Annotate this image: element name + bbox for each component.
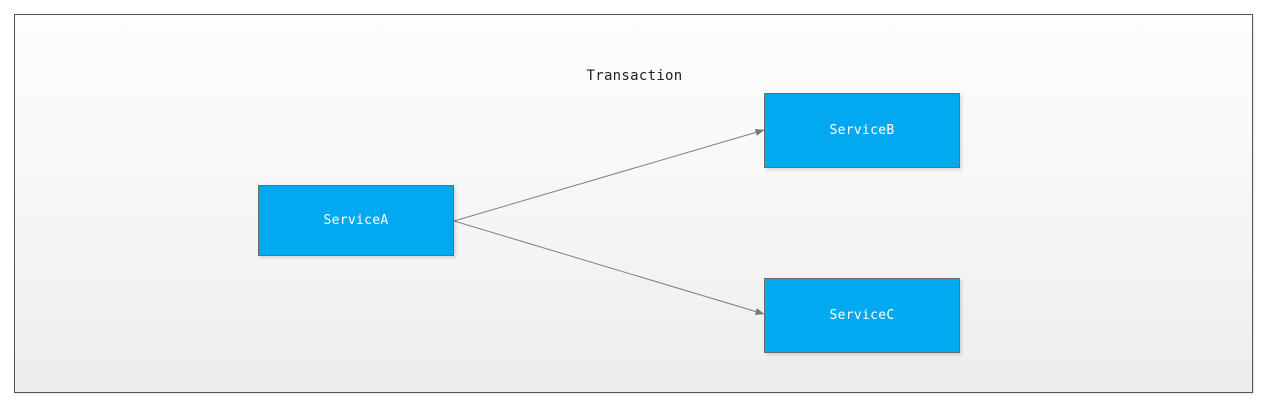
diagram-title: Transaction [586, 68, 683, 84]
node-service-a[interactable]: ServiceA [258, 185, 454, 256]
edge-service-a-to-service-c [453, 220, 765, 315]
node-service-b[interactable]: ServiceB [764, 93, 960, 168]
edge-service-a-to-service-b [453, 129, 765, 222]
diagram-frame: Transaction ServiceA ServiceB ServiceC [14, 14, 1253, 393]
node-service-c[interactable]: ServiceC [764, 278, 960, 353]
node-service-b-label: ServiceB [829, 123, 895, 138]
node-service-a-label: ServiceA [323, 213, 389, 228]
node-service-c-label: ServiceC [829, 308, 895, 323]
